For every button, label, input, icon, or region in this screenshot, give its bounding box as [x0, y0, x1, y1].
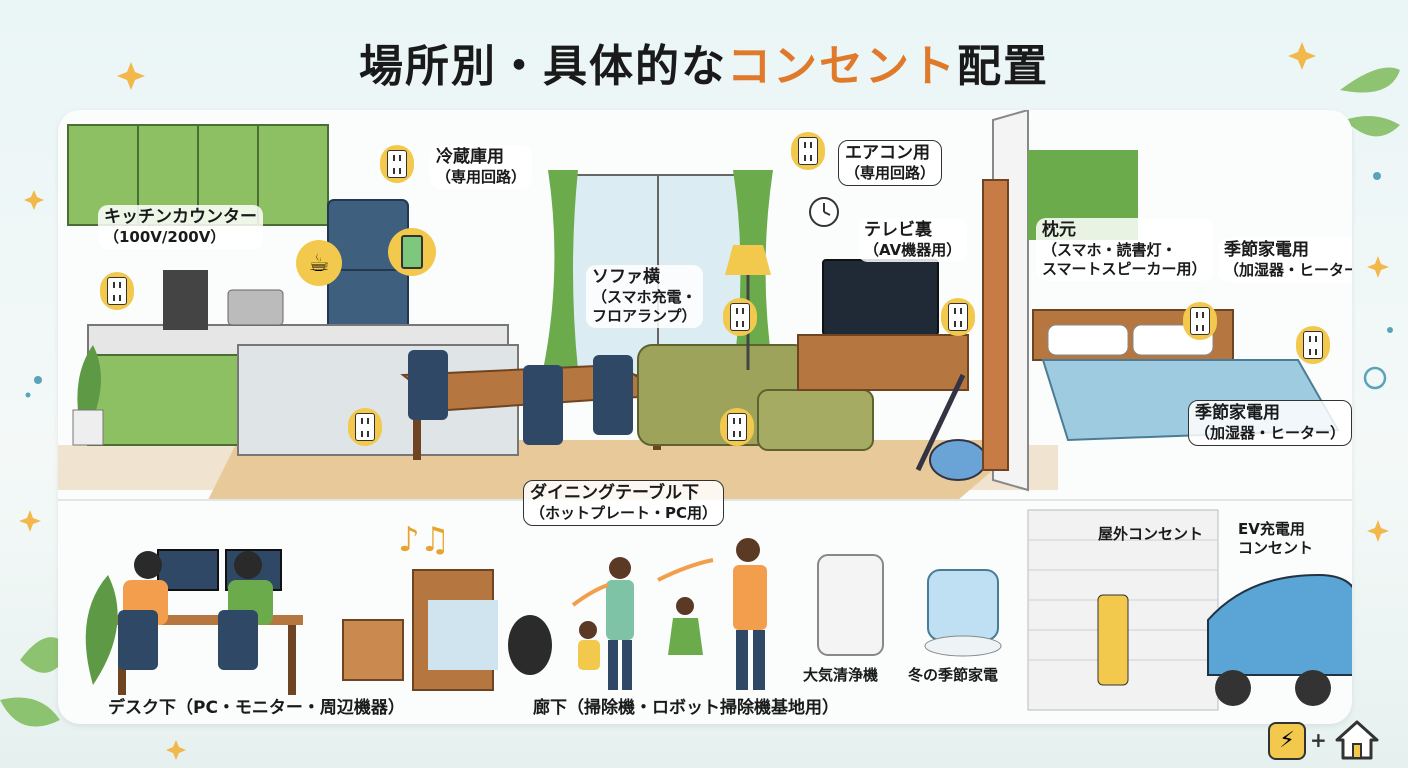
- label-dining: ダイニングテーブル下（ホットプレート・PC用）: [523, 480, 725, 526]
- house-icon: [1335, 720, 1379, 760]
- label-seasonal-2: 季節家電用（加湿器・ヒーター）: [1188, 400, 1352, 446]
- label-sofa: ソファ横（スマホ充電・フロアランプ）: [586, 265, 703, 328]
- house-illustration: [58, 110, 1352, 711]
- outlet-icon: [100, 272, 134, 310]
- illustration-panel: ☕ ♪♫ 冷蔵庫用（専用回路） エアコン用（専用回路） キッチンカウンター（10…: [58, 110, 1352, 724]
- label-winter: 冬の季節家電: [908, 666, 999, 684]
- coffee-icon: ☕: [296, 240, 342, 286]
- label-kitchen-counter: キッチンカウンター（100V/200V）: [98, 205, 263, 249]
- outlet-icon: [941, 298, 975, 336]
- plus-sign: +: [1310, 728, 1327, 752]
- outlet-icon: [720, 408, 754, 446]
- label-fridge: 冷蔵庫用（専用回路）: [430, 145, 533, 189]
- outlet-icon: [723, 298, 757, 336]
- outlet-icon: [348, 408, 382, 446]
- label-ev: EV充電用コンセント: [1238, 520, 1314, 557]
- phone-icon: [388, 228, 436, 276]
- label-pillow: 枕元（スマホ・読書灯・スマートスピーカー用）: [1036, 218, 1213, 281]
- music-note-icon: ♪♫: [398, 520, 451, 560]
- outlet-icon: [1183, 302, 1217, 340]
- label-purifier: 大気清浄機: [803, 666, 879, 684]
- label-aircon: エアコン用（専用回路）: [838, 140, 943, 186]
- label-hallway: 廊下（掃除機・ロボット掃除機基地用）: [533, 698, 839, 718]
- page-title: 場所別・具体的なコンセント配置: [359, 41, 1049, 92]
- label-outdoor: 屋外コンセント: [1098, 525, 1204, 543]
- outlet-icon: [380, 145, 414, 183]
- outlet-icon: [1296, 326, 1330, 364]
- label-tv: テレビ裏（AV機器用）: [858, 218, 968, 262]
- label-seasonal-1: 季節家電用（加湿器・ヒーター）: [1218, 238, 1352, 282]
- lightning-icon: ⚡: [1268, 722, 1306, 760]
- label-desk: デスク下（PC・モニター・周辺機器）: [108, 698, 405, 718]
- outlet-icon: [791, 132, 825, 170]
